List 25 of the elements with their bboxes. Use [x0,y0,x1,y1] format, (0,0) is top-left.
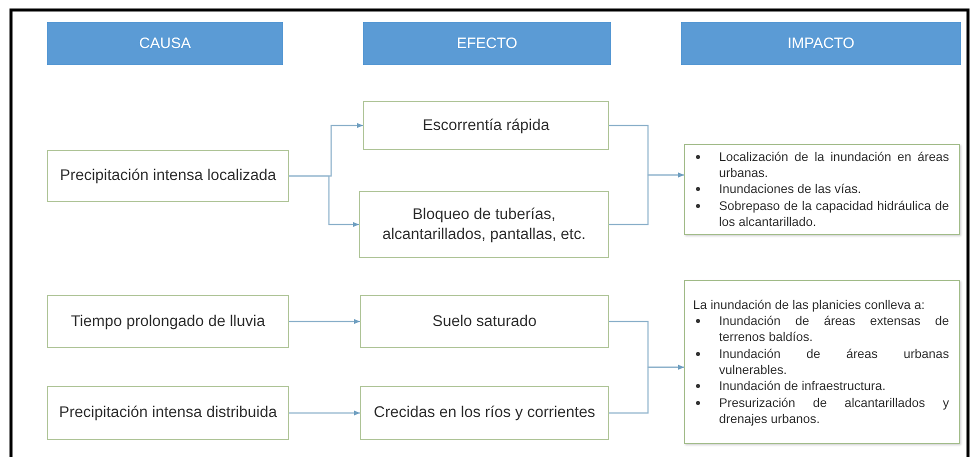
bullet-item: Inundación de áreas extensas de terrenos baldíos. [693,312,949,346]
column-header: CAUSA [47,22,283,65]
bullet-item: Inundación de áreas urbanas vulnerables. [693,346,949,378]
impact-list-box [684,280,960,444]
process-box: Precipitación intensa localizada [47,150,289,202]
connector-arrow [289,410,360,416]
intro-text: La inundación de las planicies conlleva a: [693,296,926,313]
process-box: Crecidas en los ríos y corrientes [360,386,609,440]
connector-arrow [289,175,359,227]
process-box: Escorrentía rápida [363,101,609,150]
bullet-item: Inundación de infraestructura. [693,378,949,395]
column-header: IMPACTO [681,22,961,65]
connector-arrow [289,319,360,324]
bullet-item: Localización de la inundación en áreas urbanas. [693,148,949,182]
process-box: Tiempo prolongado de lluvia [47,295,289,348]
column-header: EFECTO [363,22,611,65]
process-box: Bloqueo de tuberías, alcantarillados, pantallas, etc. [359,191,609,258]
connector-arrow [609,172,684,226]
bullet-item: Sobrepaso de la capacidad hidráulica de los alcantarillado. [693,198,949,230]
process-box: Precipitación intensa distribuida [47,386,289,440]
connector-arrow [609,364,684,414]
bullet-item: Inundaciones de las vías. [693,181,949,198]
bullet-item: Presurización de alcantarillados y drenajes urbanos. [693,394,949,428]
process-box: Suelo saturado [360,295,609,348]
impact-list-box [684,144,960,235]
